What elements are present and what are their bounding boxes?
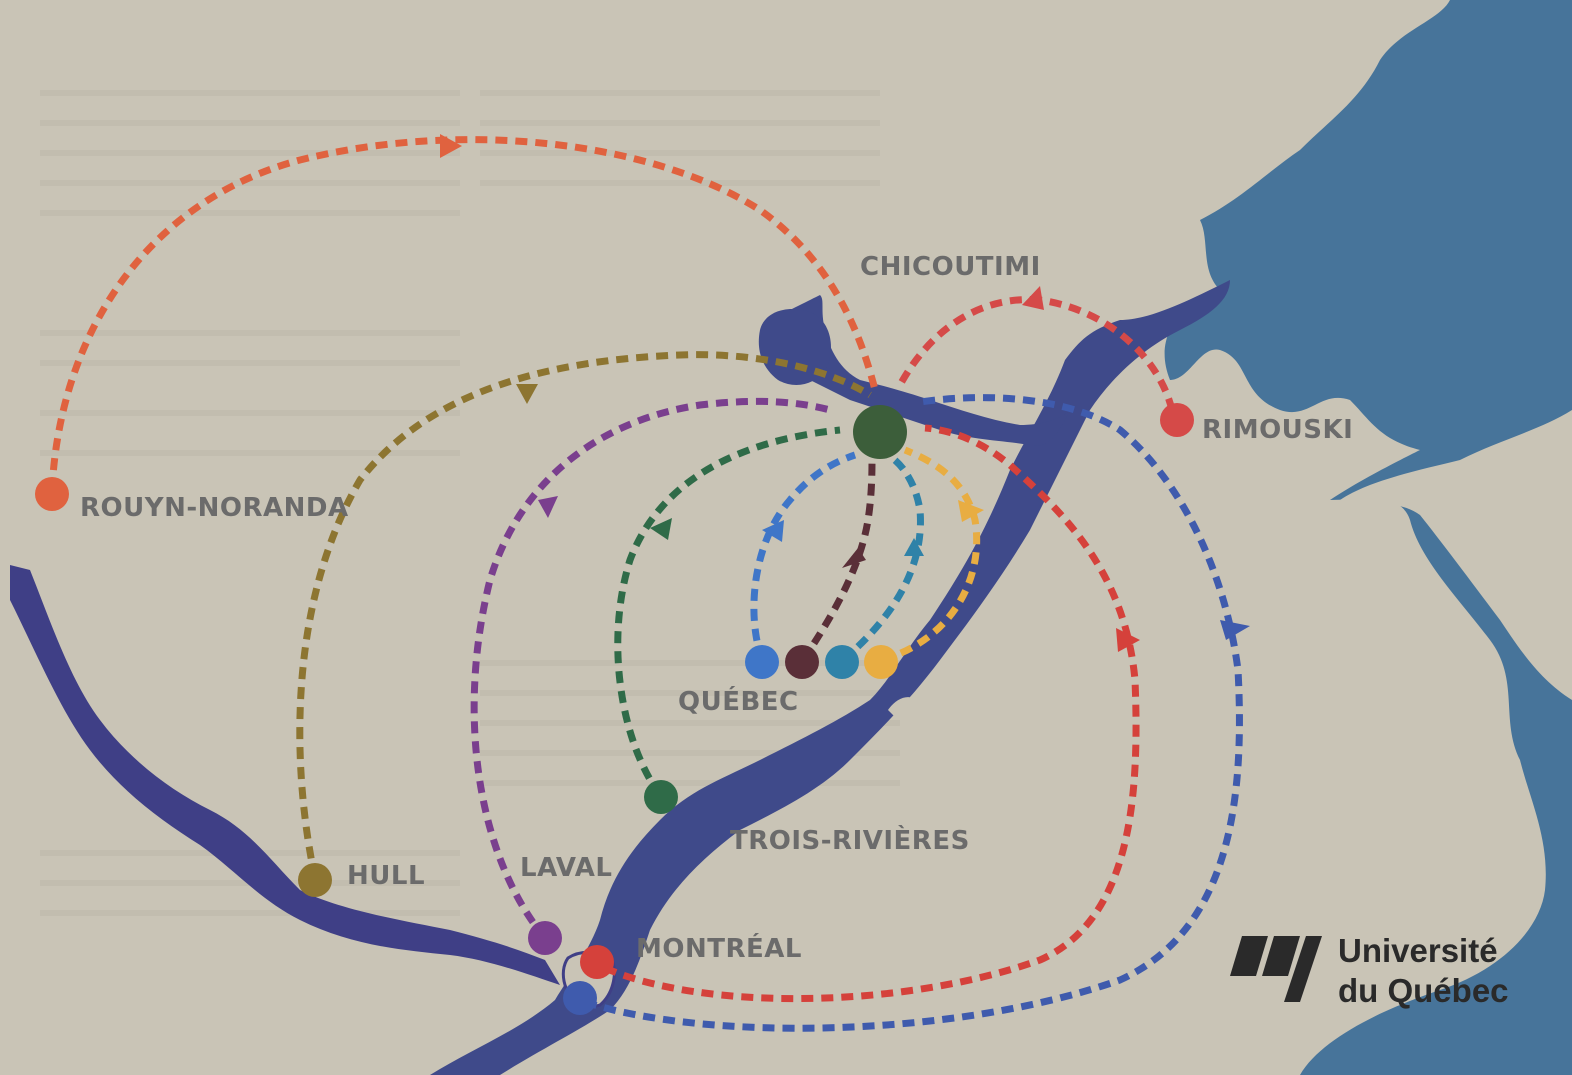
node-rimouski <box>1160 403 1194 437</box>
label-quebec: QUÉBEC <box>678 685 799 717</box>
river-island <box>888 697 912 717</box>
node-quebec-2 <box>785 645 819 679</box>
node-quebec-3 <box>825 645 859 679</box>
gulf-inlet <box>1340 410 1572 700</box>
route-rouyn <box>48 136 879 491</box>
route-trois-rivieres <box>614 426 841 798</box>
routes <box>48 136 1243 1032</box>
route-hull <box>296 351 872 879</box>
label-hull: HULL <box>347 861 425 891</box>
route-quebec-teal <box>840 451 924 663</box>
arrow-quebec-teal <box>904 538 924 556</box>
arrow-laval <box>538 496 558 518</box>
arrow-montreal-blue <box>1220 620 1250 640</box>
arrow-rimouski <box>1022 286 1044 310</box>
arrow-montreal-red <box>1116 628 1140 652</box>
label-chicoutimi: CHICOUTIMI <box>860 252 1041 282</box>
universite-du-quebec-logo: Université du Québec <box>1230 932 1509 1009</box>
node-montreal-red <box>580 945 614 979</box>
node-montreal-blue <box>563 981 597 1015</box>
node-quebec-1 <box>745 645 779 679</box>
label-rouyn-noranda: ROUYN-NORANDA <box>80 493 349 523</box>
logo-line-2: du Québec <box>1338 972 1509 1009</box>
logo-line-1: Université <box>1338 932 1498 969</box>
label-montreal: MONTRÉAL <box>636 932 802 964</box>
arrow-quebec-yellow <box>958 500 984 522</box>
arrow-quebec-maroon <box>842 548 866 568</box>
label-rimouski: RIMOUSKI <box>1202 415 1353 445</box>
city-labels: ROUYN-NORANDA HULL LAVAL MONTRÉAL TROIS-… <box>80 252 1353 964</box>
node-laval <box>528 921 562 955</box>
node-quebec-4 <box>864 645 898 679</box>
lac-saint-jean <box>758 309 831 385</box>
arrow-rouyn <box>440 134 462 158</box>
universite-du-quebec-logo-icon <box>1230 936 1322 1002</box>
arrow-quebec-blue <box>762 520 784 542</box>
arrow-hull <box>516 384 538 404</box>
node-hull <box>298 863 332 897</box>
label-trois-rivieres: TROIS-RIVIÈRES <box>730 824 970 856</box>
arrow-trois-rivieres <box>650 518 672 540</box>
label-laval: LAVAL <box>520 853 612 883</box>
node-rouyn-noranda <box>35 477 69 511</box>
city-nodes <box>35 403 1194 1015</box>
route-montreal-red <box>603 424 1140 1002</box>
node-trois-rivieres <box>644 780 678 814</box>
route-quebec-yellow <box>881 446 981 664</box>
ottawa-river <box>10 565 560 985</box>
gulf-water <box>1164 0 1572 1075</box>
node-chicoutimi <box>853 405 907 459</box>
arrow-heads <box>440 134 1250 652</box>
route-quebec-blue <box>750 451 857 662</box>
